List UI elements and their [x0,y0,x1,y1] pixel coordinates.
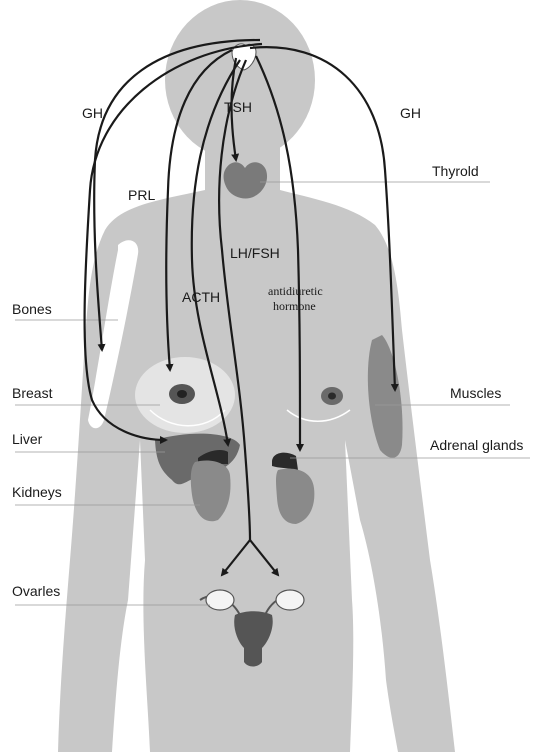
nipple-center-right [328,393,336,400]
label-ovaries: Ovarles [12,583,60,599]
ovary-right [276,590,304,610]
label-gh-left: GH [82,105,103,121]
label-acth: ACTH [182,289,220,305]
label-breast: Breast [12,385,53,401]
label-antidiuretic-line1: antidiuretic [268,284,323,298]
label-tsh: TSH [224,99,252,115]
label-kidneys: Kidneys [12,484,62,500]
label-prl: PRL [128,187,155,203]
label-liver: Liver [12,431,43,447]
label-muscles: Muscles [450,385,501,401]
label-gh-right: GH [400,105,421,121]
label-bones: Bones [12,301,52,317]
label-thyroid: Thyrold [432,163,479,179]
label-lh-fsh: LH/FSH [230,245,280,261]
ovary-left [206,590,234,610]
nipple-center-left [177,390,187,398]
label-antidiuretic-line2: hormone [273,299,316,313]
label-adrenal: Adrenal glands [430,437,523,453]
head [165,0,315,160]
